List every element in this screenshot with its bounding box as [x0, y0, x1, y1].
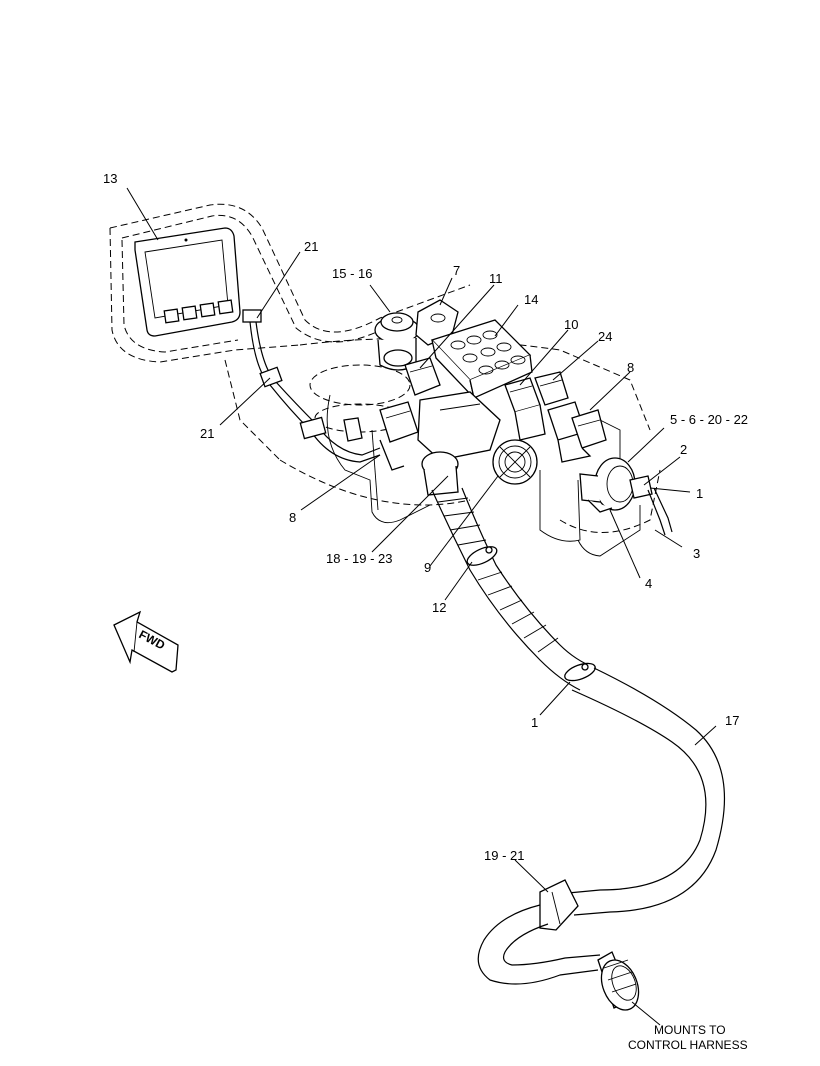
callout-11: 11	[489, 271, 503, 286]
callout-7: 7	[453, 263, 460, 278]
callout-1-lower: 1	[531, 715, 538, 730]
callout-8-right: 8	[627, 360, 634, 375]
callout-labels: 13 21 21 15 - 16 7 11 14 10 24 8 5 - 6 -…	[103, 171, 748, 863]
callout-3: 3	[693, 546, 700, 561]
callout-21-top: 21	[304, 239, 318, 254]
console-body	[326, 394, 641, 557]
note-line-1: MOUNTS TO	[654, 1023, 726, 1037]
callout-14: 14	[524, 292, 538, 307]
callout-19-21: 19 - 21	[484, 848, 524, 863]
display-monitor	[134, 227, 262, 337]
fwd-direction-arrow: FWD	[113, 610, 179, 673]
mounting-note: MOUNTS TO CONTROL HARNESS	[628, 1023, 748, 1052]
callout-1-right: 1	[696, 486, 703, 501]
callout-12: 12	[432, 600, 446, 615]
callout-13: 13	[103, 171, 117, 186]
callout-10: 10	[564, 317, 578, 332]
callout-17: 17	[725, 713, 739, 728]
callout-8-left: 8	[289, 510, 296, 525]
callout-9: 9	[424, 560, 431, 575]
callout-15-16: 15 - 16	[332, 266, 372, 281]
callout-4: 4	[645, 576, 652, 591]
callout-18-19-23: 18 - 19 - 23	[326, 551, 393, 566]
note-line-2: CONTROL HARNESS	[628, 1038, 748, 1052]
leader-lines	[126, 187, 717, 1026]
callout-24: 24	[598, 329, 612, 344]
callout-2: 2	[680, 442, 687, 457]
main-harness	[421, 451, 726, 1011]
switch-cluster	[374, 299, 673, 536]
callout-21-left: 21	[200, 426, 214, 441]
callout-5-6-20-22: 5 - 6 - 20 - 22	[670, 412, 748, 427]
